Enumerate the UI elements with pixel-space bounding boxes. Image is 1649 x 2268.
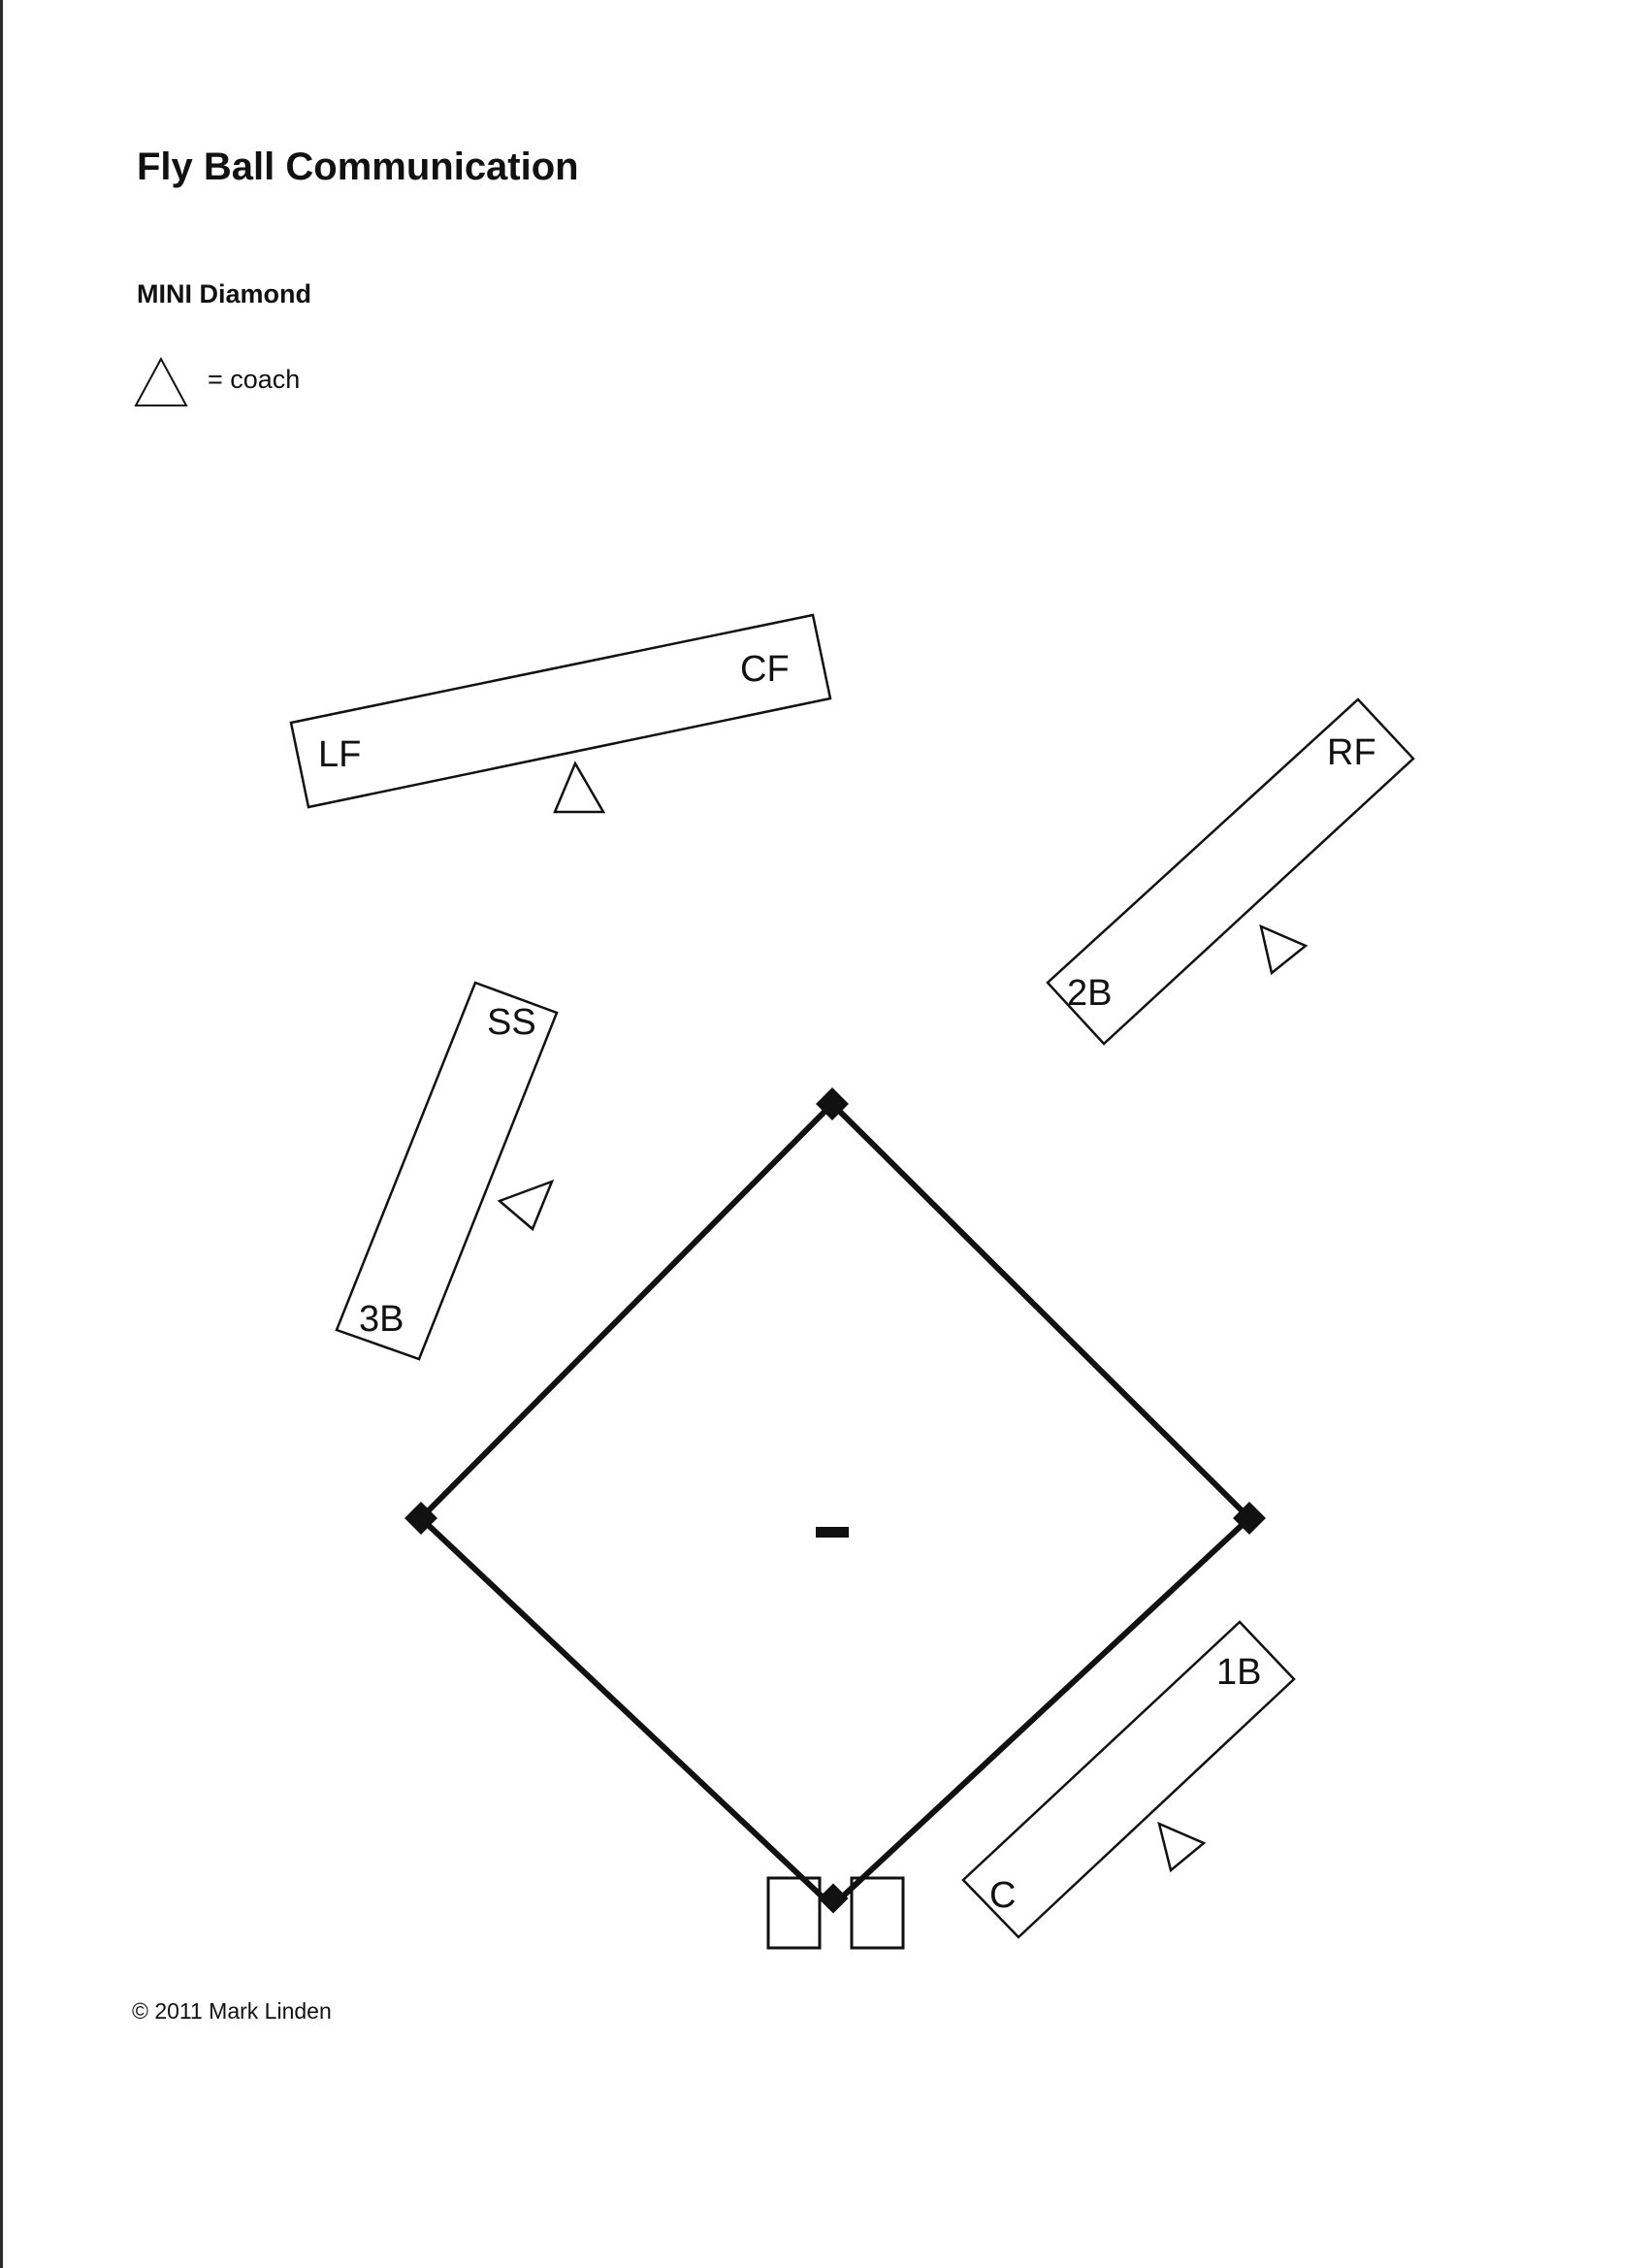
1b-label: 1B <box>1216 1652 1261 1693</box>
3b-label: 3B <box>359 1299 404 1340</box>
coach-1b-c-icon <box>1157 1821 1207 1873</box>
coach-triangle-icon <box>134 357 188 406</box>
scan-edge <box>0 0 3 2268</box>
batters-box-left <box>766 1876 822 1950</box>
home-plate <box>818 1883 849 1914</box>
rf-label: RF <box>1327 732 1376 773</box>
1b-c-zone: 1B C <box>961 1620 1296 1939</box>
ss-3b-zone: SS 3B <box>335 981 559 1361</box>
base-paths <box>416 1099 1254 1911</box>
c-label: C <box>989 1875 1016 1916</box>
lf-label: LF <box>318 734 361 775</box>
2b-label: 2B <box>1067 973 1112 1014</box>
coach-rf-2b-icon <box>1259 923 1309 976</box>
ss-label: SS <box>487 1002 536 1043</box>
cf-label: CF <box>740 649 790 690</box>
page-subtitle: MINI Diamond <box>137 279 311 308</box>
third-base <box>404 1502 437 1535</box>
first-base <box>1233 1502 1266 1535</box>
coach-ss-3b-icon <box>497 1179 555 1232</box>
lf-cf-zone: LF CF <box>289 613 832 809</box>
batters-box-right <box>850 1876 905 1950</box>
legend-label: = coach <box>208 365 301 394</box>
coach-lf-cf-icon <box>553 761 606 814</box>
rf-2b-zone: RF 2B <box>1046 697 1415 1046</box>
pitchers-rubber <box>816 1527 849 1538</box>
page-title: Fly Ball Communication <box>137 146 579 188</box>
copyright: © 2011 Mark Linden <box>132 1998 332 2024</box>
second-base <box>816 1087 849 1120</box>
